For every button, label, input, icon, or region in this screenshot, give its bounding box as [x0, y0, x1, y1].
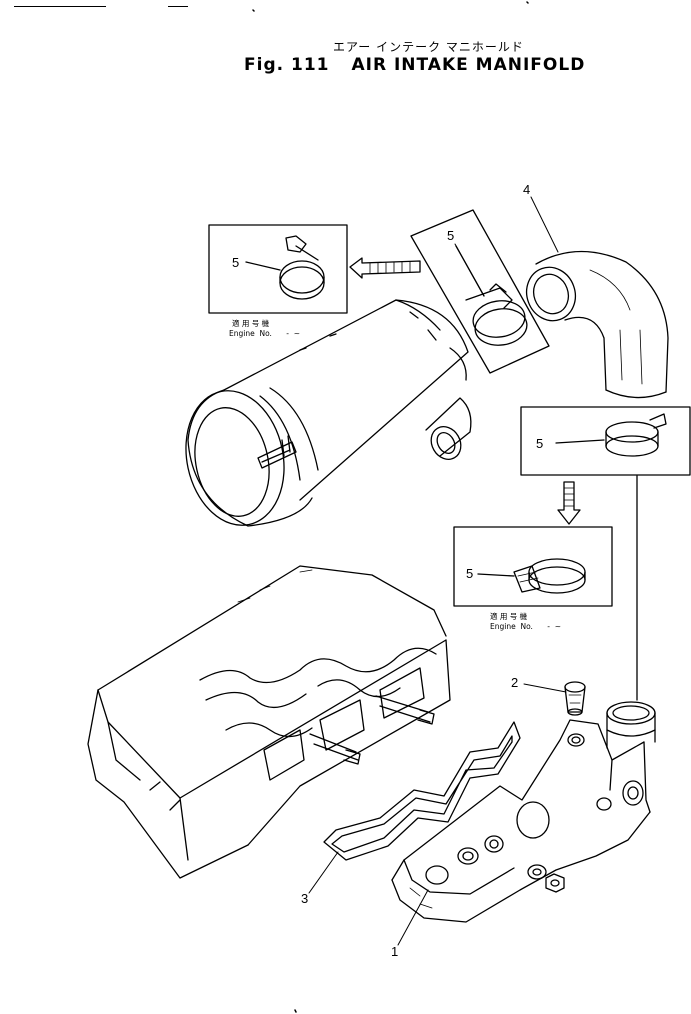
figure-title: Fig. 111 AIR INTAKE MANIFOLD [244, 55, 585, 75]
fitting-plug [564, 681, 586, 716]
air-cleaner [185, 299, 472, 527]
callout-part-3: 3 [301, 891, 309, 906]
arrow-to-lower-box [557, 481, 581, 525]
header-rule-short [168, 6, 188, 7]
clamp-detail-box-tilted [410, 209, 550, 374]
manifold-outlet-neck [606, 701, 656, 749]
arrow-to-left-box [349, 257, 421, 279]
callout-part-1: 1 [391, 944, 399, 959]
leader-lines [308, 196, 567, 946]
serial-note-lower-en: Engine No. - ~ [490, 622, 561, 631]
clamp-detail-box-left [208, 224, 348, 314]
callout-part-5-tilted: 5 [447, 228, 455, 243]
clamp-detail-box-right [520, 406, 691, 476]
studs [309, 695, 435, 765]
callout-part-5-right: 5 [536, 436, 544, 451]
serial-note-upper-en: Engine No. - ~ [229, 329, 300, 338]
washer-and-nut [527, 864, 565, 893]
clamp-detail-box-lower [453, 526, 613, 607]
callout-part-2: 2 [511, 675, 519, 690]
gasket [323, 721, 521, 861]
serial-note-lower-jp: 適 用 号 機 [490, 612, 528, 621]
intake-manifold [391, 719, 651, 923]
figure-name: AIR INTAKE MANIFOLD [351, 55, 586, 75]
cylinder-head [87, 565, 451, 879]
title-japanese: エアー インテーク マニホールド [333, 40, 524, 54]
callout-part-5-left: 5 [232, 255, 240, 270]
header-rule-long [14, 6, 106, 7]
callout-part-4: 4 [523, 182, 531, 197]
callout-part-5-lower: 5 [466, 566, 474, 581]
elbow-hose [525, 250, 669, 399]
serial-note-upper-jp: 適 用 号 機 [232, 319, 270, 328]
figure-number: Fig. 111 [244, 55, 330, 75]
